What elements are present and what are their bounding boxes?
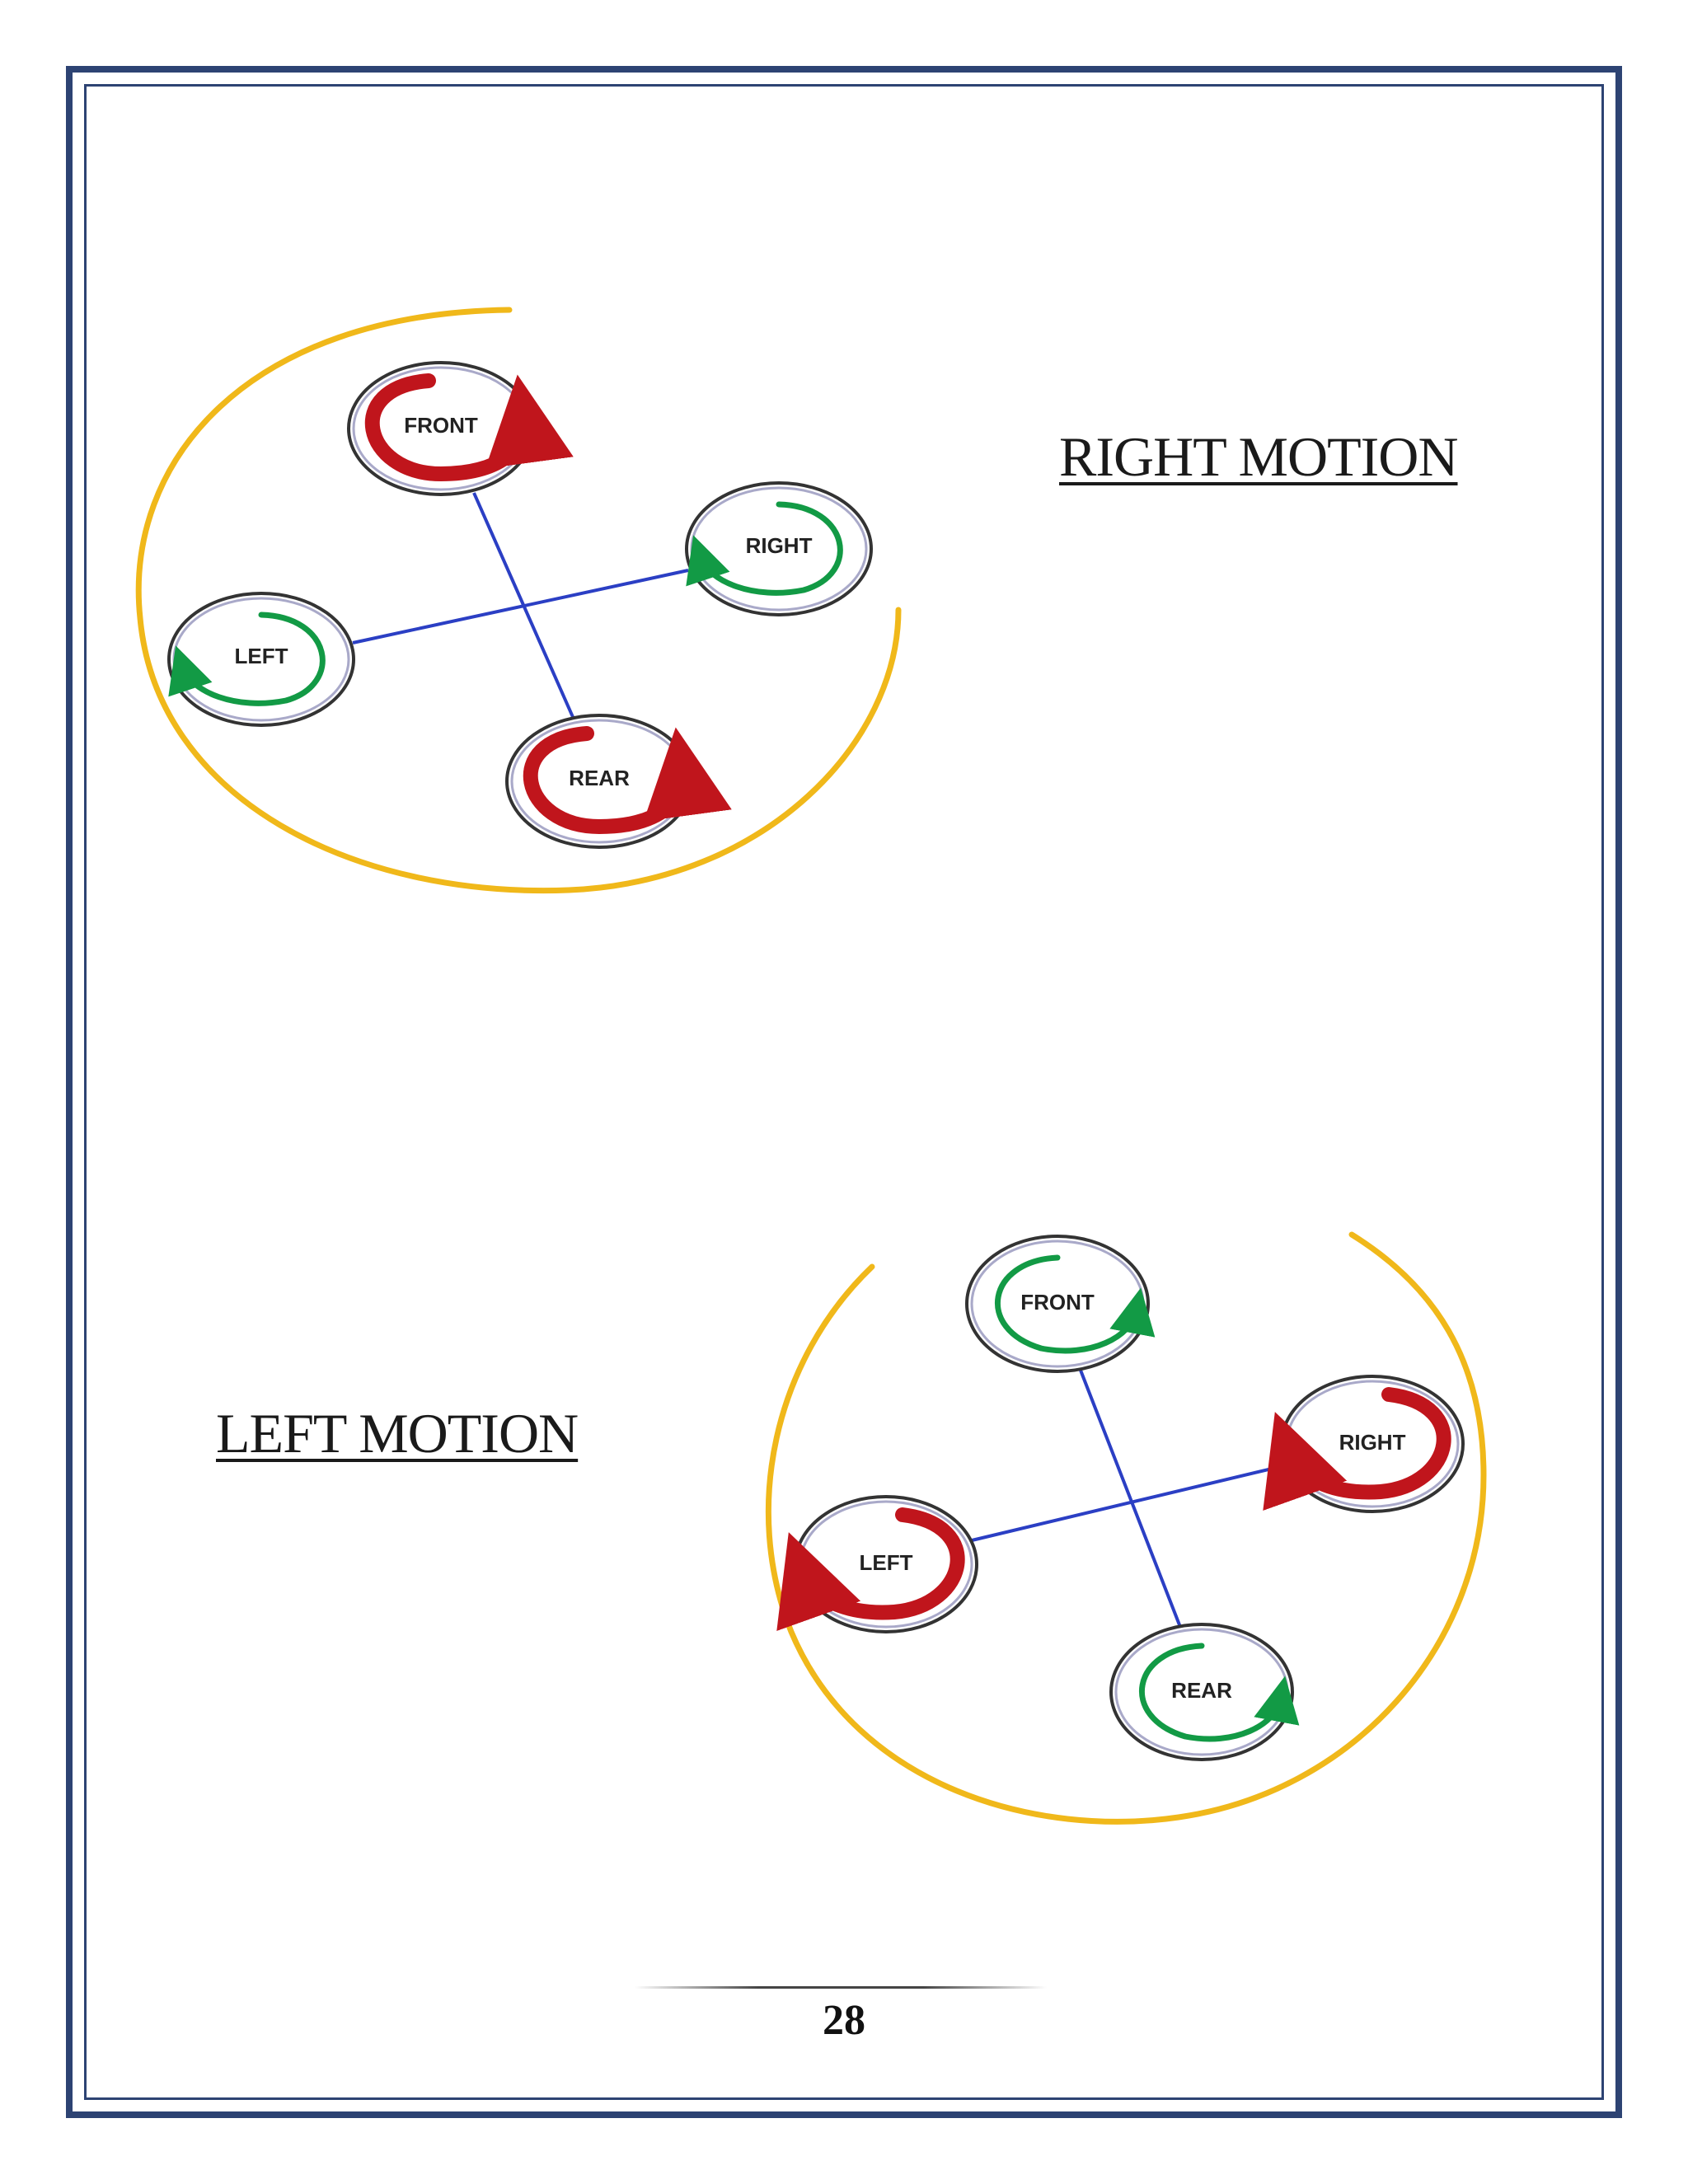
rotor-front: FRONT — [347, 361, 574, 496]
right-motion-title: RIGHT MOTION — [1059, 425, 1458, 488]
orbit-arc — [765, 1231, 1487, 1825]
rotation-arrow — [686, 501, 843, 596]
rotor-front: FRONT — [965, 1235, 1156, 1373]
rotor-rear: REAR — [505, 714, 732, 849]
rotor-rear: REAR — [1109, 1623, 1300, 1761]
rotation-arrow — [1263, 1387, 1451, 1511]
page-number-rule — [635, 1986, 1047, 1989]
page-number: 28 — [823, 1997, 865, 2044]
rotation-arrow — [776, 1507, 965, 1632]
rotor-right: RIGHT — [1263, 1375, 1465, 1513]
page-border — [66, 66, 1622, 2118]
arm-left-right — [968, 1464, 1287, 1543]
rotor-label: LEFT — [860, 1550, 913, 1575]
rotor-label: FRONT — [1020, 1290, 1095, 1315]
rotor-label: REAR — [1171, 1678, 1232, 1703]
orbit-arc — [135, 307, 902, 894]
page-border-inner — [84, 84, 1604, 2100]
rotor-right: RIGHT — [685, 481, 873, 616]
rotation-arrow — [994, 1254, 1156, 1354]
rotor-label: LEFT — [235, 644, 288, 668]
rotor-label: REAR — [569, 766, 630, 790]
rotor-left: LEFT — [776, 1495, 978, 1633]
left-motion-title: LEFT MOTION — [216, 1402, 579, 1465]
right-motion-diagram: FRONT RIGHT LEFT REAR — [135, 307, 902, 894]
rotation-arrow — [1138, 1643, 1300, 1742]
rotation-arrow — [168, 612, 326, 706]
left-motion-diagram: FRONT RIGHT LEFT REAR — [765, 1231, 1487, 1825]
rotation-arrow — [364, 373, 574, 482]
arm-left-right — [352, 569, 689, 644]
rotor-label: RIGHT — [1339, 1430, 1406, 1455]
rotation-arrow — [523, 726, 732, 835]
rotor-label: RIGHT — [746, 533, 813, 558]
rotor-left: LEFT — [167, 592, 355, 727]
rotor-label: FRONT — [404, 413, 478, 438]
